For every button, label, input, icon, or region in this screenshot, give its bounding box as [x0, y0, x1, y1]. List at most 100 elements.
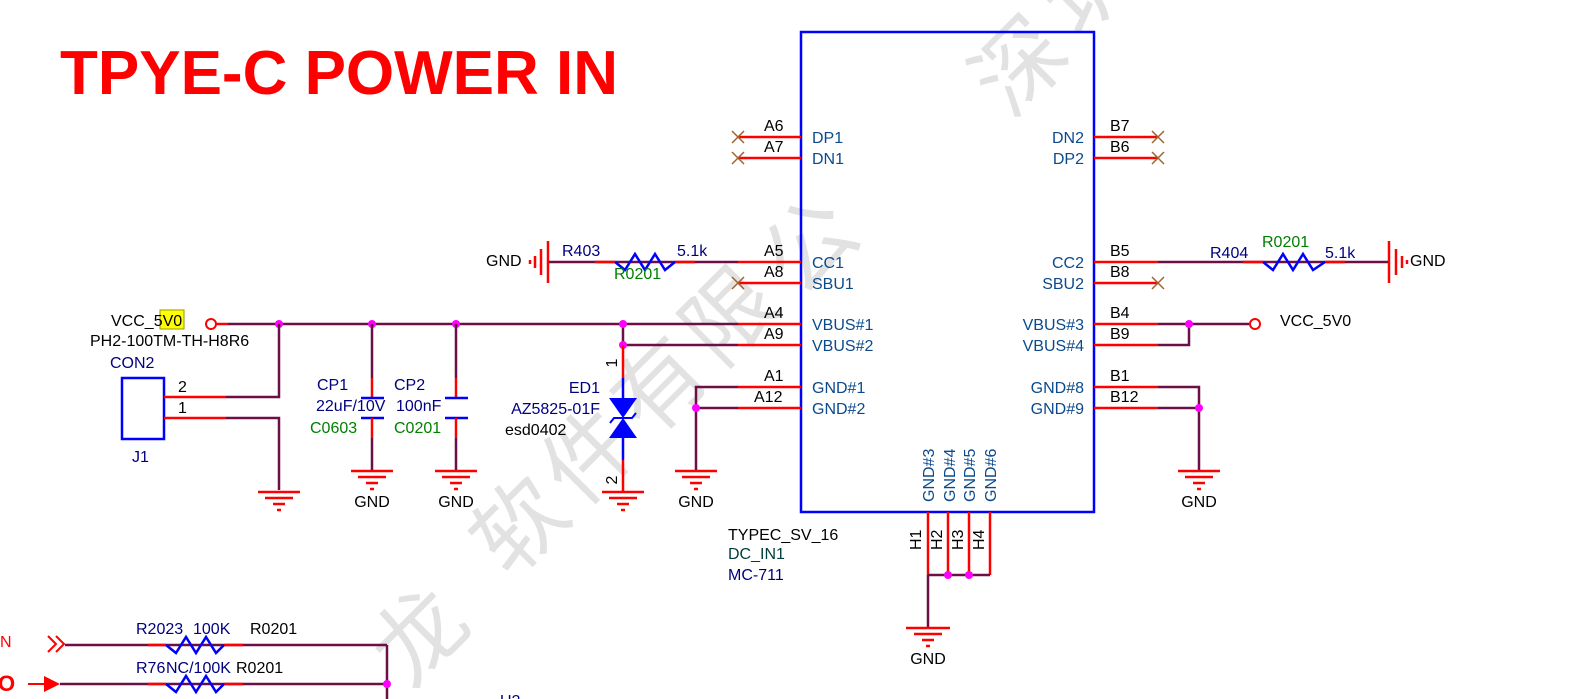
- pin-name: CC1: [812, 255, 844, 272]
- pin-name: VBUS#1: [812, 317, 873, 334]
- pin-name: GND#6: [983, 449, 1000, 502]
- header-j1[interactable]: 2 1: [120, 324, 281, 490]
- diode-value: AZ5825-01F: [511, 401, 600, 418]
- tvs-diode-icon: [609, 398, 637, 418]
- capacitor-designator: CP2: [394, 377, 425, 394]
- vcc-label: VCC_5V0: [111, 313, 182, 330]
- pin-name: SBU1: [812, 276, 854, 293]
- resistor-icon: [165, 634, 225, 656]
- vcc-net-label: VCC_5V0: [111, 309, 185, 330]
- resistor-icon: [165, 673, 225, 695]
- watermark-char: 龙: [351, 568, 489, 699]
- junction-dot: [692, 404, 700, 412]
- resistor-icon: [1262, 251, 1326, 273]
- pin-number: H4: [971, 529, 988, 550]
- resistor-designator: R403: [562, 243, 600, 260]
- pin-name: GND#9: [1031, 401, 1084, 418]
- pin-number: 2: [178, 379, 187, 396]
- net-label-partial: N: [0, 634, 12, 651]
- capacitor-cp1[interactable]: [361, 324, 384, 471]
- resistor-value: 5.1k: [677, 243, 708, 260]
- capacitor-value: 100nF: [396, 398, 442, 415]
- vbus-net-left: [205, 318, 738, 349]
- gnd-symbol-icon: [675, 469, 717, 491]
- pin-name: SBU2: [1042, 276, 1084, 293]
- resistor-designator: R76: [136, 660, 165, 677]
- resistor-footprint: R0201: [1262, 234, 1309, 251]
- gnd-symbol-icon: [1387, 241, 1409, 283]
- header-part-name: PH2-100TM-TH-H8R6: [90, 333, 249, 350]
- resistor-designator: R404: [1210, 245, 1248, 262]
- gnd-net-right: [1158, 385, 1203, 471]
- junction-dot: [619, 320, 627, 328]
- pin-number: B12: [1110, 389, 1139, 406]
- no-connect-icon: [1151, 151, 1165, 165]
- resistor-value: 5.1k: [1325, 245, 1356, 262]
- gnd-symbol-icon: [906, 626, 950, 648]
- no-connect-icon: [1151, 276, 1165, 290]
- capacitor-value: 22uF/10V: [316, 398, 386, 415]
- pin-number: A6: [764, 118, 784, 135]
- connector-designator: DC_IN1: [728, 546, 785, 563]
- junction-dot: [1195, 404, 1203, 412]
- pin-number: B4: [1110, 305, 1130, 322]
- junction-dot: [944, 571, 952, 579]
- header-designator: J1: [132, 449, 149, 466]
- pin-number: B1: [1110, 368, 1130, 385]
- resistor-footprint: R0201: [250, 621, 297, 638]
- connector-value: MC-711: [728, 567, 784, 584]
- pin-number: B7: [1110, 118, 1130, 135]
- gnd-label: GND: [678, 494, 714, 511]
- resistor-icon: [614, 251, 676, 273]
- connector-part-name: TYPEC_SV_16: [728, 527, 838, 544]
- pin-number: B6: [1110, 139, 1130, 156]
- diode-footprint: esd0402: [505, 422, 566, 439]
- pin-name: GND#8: [1031, 380, 1084, 397]
- resistor-footprint: R0201: [614, 266, 661, 283]
- pin-name: GND#2: [812, 401, 865, 418]
- no-connect-icon: [1151, 130, 1165, 144]
- pin-name: GND#1: [812, 380, 865, 397]
- gnd-label: GND: [1181, 494, 1217, 511]
- pin-number: H2: [929, 529, 946, 550]
- gnd-label: GND: [486, 253, 522, 270]
- pin-number: A12: [754, 389, 783, 406]
- header-body: [120, 376, 166, 441]
- pin-name: GND#3: [921, 449, 938, 502]
- no-connect-icon: [731, 276, 745, 290]
- gnd-symbol-icon: [351, 469, 393, 491]
- offpage-connector-icon: [47, 635, 66, 653]
- gnd-label: GND: [910, 651, 946, 668]
- gnd-symbol-icon: [1178, 469, 1220, 491]
- gnd-symbol-icon: [258, 490, 300, 512]
- capacitor-footprint: C0603: [310, 420, 357, 437]
- resistor-value: NC/100K: [166, 660, 231, 677]
- pin-number: A4: [764, 305, 784, 322]
- usb-bottom-pins: GND#3 GND#4 GND#5 GND#6 H1 H2 H3 H4: [908, 449, 1000, 628]
- pin-number: A7: [764, 139, 784, 156]
- gnd-label: GND: [438, 494, 474, 511]
- vcc-label-right: VCC_5V0: [1280, 313, 1351, 330]
- no-connect-icons: [731, 130, 1165, 290]
- gnd-net-left: [692, 385, 738, 471]
- gnd-symbol-icon: [602, 490, 644, 512]
- usb-left-pins: A6 A7 A5 A8 A4 A9 A1 A12 DP1 DN1 CC1 SBU…: [738, 118, 873, 418]
- vbus-net-right: [1158, 318, 1261, 347]
- junction-dot: [1185, 320, 1193, 328]
- pin-name: DN1: [812, 151, 844, 168]
- resistor-r403[interactable]: [548, 251, 738, 273]
- pin-number: B5: [1110, 243, 1130, 260]
- power-port-icon: [1249, 318, 1261, 330]
- pin-name: CC2: [1052, 255, 1084, 272]
- pin-number: H3: [950, 529, 967, 550]
- capacitor-cp2[interactable]: [445, 324, 468, 471]
- pin-name: DN2: [1052, 130, 1084, 147]
- no-connect-icon: [731, 151, 745, 165]
- resistor-r404[interactable]: [1158, 251, 1390, 273]
- esd-diode-ed1[interactable]: 1 2: [604, 345, 637, 492]
- pin-name: VBUS#3: [1023, 317, 1084, 334]
- pin-name: DP2: [1053, 151, 1084, 168]
- pin-name: VBUS#4: [1023, 338, 1084, 355]
- gnd-symbol-icon: [435, 469, 477, 491]
